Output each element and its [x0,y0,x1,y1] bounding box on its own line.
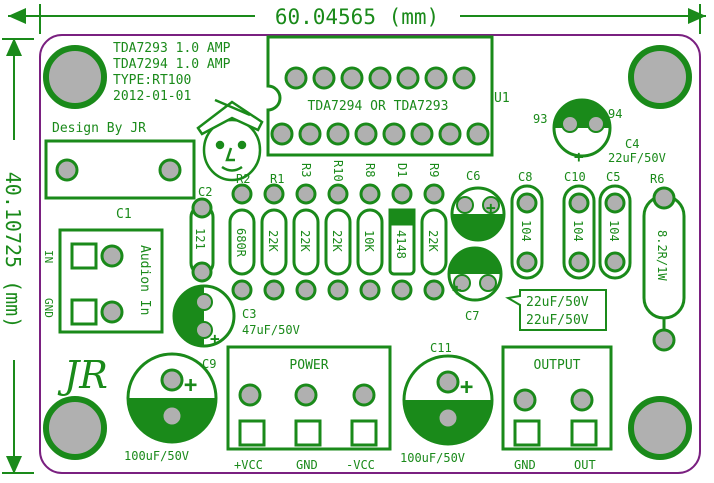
c8-label: C8 [518,170,532,184]
c11-value: 100uF/50V [400,451,465,465]
r8-label: R8 [363,163,377,177]
board-outline [39,34,701,474]
input-label: Audion In [137,245,152,315]
c3-value: 47uF/50V [242,323,300,337]
power-pin-gnd: GND [296,458,318,472]
r8-value: 10K [362,230,376,252]
resistor-row [228,208,448,276]
c5-label: C5 [606,170,620,184]
c9-value: 100uF/50V [124,449,189,463]
capacitor-c11: + C11 100uF/50V [400,341,494,465]
r2-value: 680R [234,228,248,258]
r2-label: R2 [236,172,250,186]
r9-label: R9 [427,163,441,177]
c11-label: C11 [430,341,452,355]
c7-plus: + [452,280,462,299]
c5-value: 104 [607,220,621,242]
capacitor-c5: C5 104 [598,170,632,280]
c10-label: C10 [564,170,586,184]
r9-value: 22K [426,230,440,252]
r6-value: 8.2R/1W [655,230,669,281]
input-connector: Audion In IN GND [42,228,164,334]
output-connector: OUTPUT GND OUT [501,345,613,472]
capacitor-c7: + C7 [447,246,503,323]
header-line-1: TDA7293 1.0 AMP [113,41,231,56]
ic-u1: TDA7294 OR TDA7293 U1 [266,35,510,157]
resistor-pads [231,183,445,301]
c6-c7-value-1: 22uF/50V [526,295,589,310]
c10-value: 104 [571,220,585,242]
output-pin-gnd: GND [514,458,536,472]
cartoon-face-icon [196,98,264,182]
capacitor-c6: + C6 [450,169,506,242]
r3-label: R3 [299,163,313,177]
header-line-3: TYPE:RT100 [113,73,191,88]
c3-label: C3 [242,307,256,321]
capacitor-c8: C8 104 [510,170,544,280]
capacitor-c1: C1 [44,139,196,222]
d1-value: 4148 [394,230,408,259]
c6-c7-value-2: 22uF/50V [526,313,589,328]
c9-plus: + [184,373,197,398]
c6-label: C6 [466,169,480,183]
width-dimension: 60.04565 (mm) [8,4,706,34]
c4-label: C4 [625,137,639,151]
input-pin-gnd: GND [42,298,55,318]
height-dimension-label: 40.10725 (mm) [1,172,25,329]
c2-label: C2 [198,185,212,199]
c11-plus: + [460,375,473,400]
header-line-4: 2012-01-01 [113,89,191,104]
r1-label: R1 [270,172,284,186]
c7-label: C7 [465,309,479,323]
power-connector: POWER +VCC GND -VCC [226,345,392,472]
c9-label: C9 [202,357,216,371]
jr-logo: JR [57,353,108,397]
input-pin-in: IN [42,250,55,263]
power-pin-vcc-minus: -VCC [346,458,375,472]
header-line-2: TDA7294 1.0 AMP [113,57,231,72]
pad-94: 94 [608,107,622,121]
power-pin-vcc-plus: +VCC [234,458,263,472]
c8-value: 104 [519,220,533,242]
r10-value: 22K [330,230,344,252]
ic-label: TDA7294 OR TDA7293 [308,99,449,114]
height-dimension: 40.10725 (mm) [1,38,34,474]
output-pin-out: OUT [574,458,596,472]
d1-label: D1 [395,163,409,177]
width-dimension-label: 60.04565 (mm) [275,5,439,29]
c4-value: 22uF/50V [608,151,666,165]
c4-plus: + [574,147,584,166]
r6-label: R6 [650,172,664,186]
capacitor-c10: C10 104 [562,170,596,280]
r1-value: 22K [266,230,280,252]
output-title: OUTPUT [534,358,581,373]
c1-label: C1 [116,207,132,222]
c2-value: 121 [193,228,207,250]
capacitor-c9: + C9 100uF/50V [124,352,218,463]
c6-plus: + [486,198,496,217]
ic-ref: U1 [494,91,510,106]
pad-93: 93 [533,112,547,126]
mounting-holes [43,45,692,460]
capacitor-c3: + C3 47uF/50V [172,284,300,348]
r10-label: R10 [331,160,345,182]
capacitor-c4: + 93 94 C4 22uF/50V [533,98,666,166]
design-credit: Design By JR [52,121,146,136]
c6-c7-value-box: 22uF/50V 22uF/50V [505,289,607,331]
resistor-r6: R6 8.2R/1W [642,172,686,352]
power-title: POWER [289,358,328,373]
c3-plus: + [210,329,220,348]
capacitor-c2: C2 121 [189,185,215,283]
r3-value: 22K [298,230,312,252]
